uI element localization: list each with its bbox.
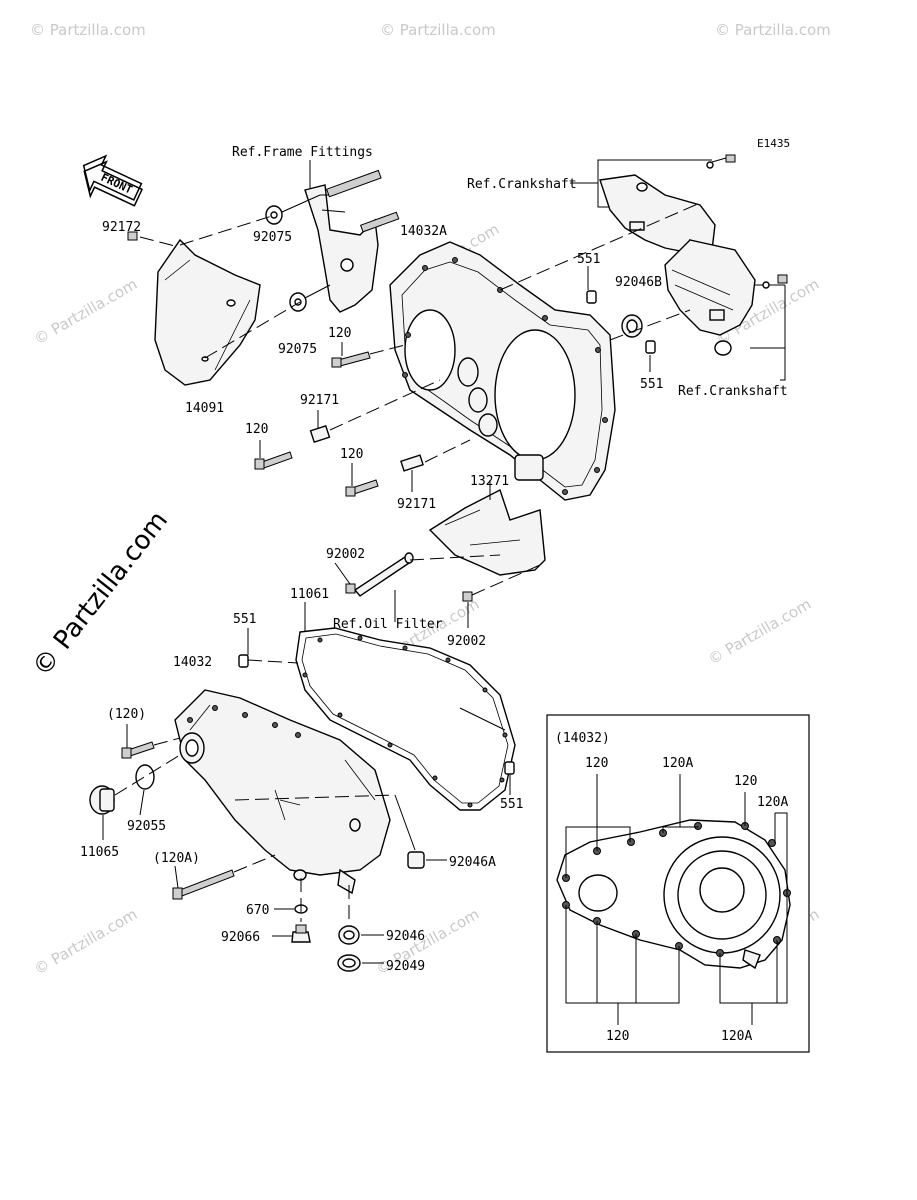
part-label: (120) — [107, 707, 146, 722]
part-label: 120 — [328, 326, 351, 341]
part-label: 14032A — [400, 224, 447, 239]
gasket-11061 — [295, 627, 516, 811]
seal-92049 — [337, 954, 361, 972]
part-label: 14032 — [173, 655, 212, 670]
part-label: 670 — [246, 903, 269, 918]
crankshaft-weight — [664, 239, 756, 356]
watermark-text: © Partzilla.com — [715, 21, 831, 39]
watermark-text: © Partzilla.com — [380, 21, 496, 39]
bolt-120-b — [254, 451, 293, 470]
inner-cover-14032 — [174, 689, 391, 895]
bolt-92002-b — [462, 591, 473, 602]
ref-frame-fittings: Ref.Frame Fittings — [232, 145, 373, 160]
small-bolt-right — [762, 274, 788, 289]
bolt-120A-paren — [172, 869, 235, 900]
bearing-92046B — [621, 314, 643, 338]
small-bolt-top — [706, 154, 736, 169]
inset-title: (14032) — [555, 731, 610, 746]
bolt-120-a — [331, 351, 371, 368]
plug-11065 — [89, 785, 115, 815]
dowel-551-d — [504, 761, 515, 775]
bearing-92046 — [338, 925, 360, 945]
part-label: 92046 — [386, 929, 425, 944]
part-label: 551 — [577, 252, 600, 267]
bearing-92046A — [407, 851, 425, 869]
part-label: 92055 — [127, 819, 166, 834]
dowel-551-a — [586, 290, 597, 304]
part-label: 92171 — [397, 497, 436, 512]
watermark-text: © Partzilla.com — [30, 21, 146, 39]
part-label: 551 — [640, 377, 663, 392]
part-label: 92002 — [326, 547, 365, 562]
watermark-large: © Partzilla.com — [27, 506, 174, 683]
watermark-text: © Partzilla.com — [31, 275, 140, 348]
dowel-551-b — [645, 340, 656, 354]
spacer-92171-a — [309, 424, 331, 444]
inset-label: 120A — [662, 756, 693, 771]
part-label: 92171 — [300, 393, 339, 408]
plug-92066 — [291, 924, 311, 943]
ref-crankshaft-top: Ref.Crankshaft — [467, 177, 577, 192]
part-label: 120 — [340, 447, 363, 462]
part-label: 92075 — [278, 342, 317, 357]
part-label: 92075 — [253, 230, 292, 245]
part-label: 92049 — [386, 959, 425, 974]
frame-fitting-bracket — [304, 169, 400, 313]
spacer-92171-b — [400, 454, 424, 472]
o-ring-92055 — [135, 764, 155, 790]
part-label: 11065 — [80, 845, 119, 860]
part-label: 551 — [500, 797, 523, 812]
watermark-text: © Partzilla.com — [705, 595, 814, 668]
bolt-120-c — [345, 479, 379, 497]
inset-label: 120 — [734, 774, 757, 789]
diagram-code: E1435 — [757, 137, 790, 150]
front-arrow-icon: FRONT — [82, 154, 144, 207]
part-label: 92002 — [447, 634, 486, 649]
ref-crankshaft-right: Ref.Crankshaft — [678, 384, 788, 399]
outer-cover-14032A — [389, 241, 616, 501]
part-label: 92172 — [102, 220, 141, 235]
bolt-92002-a — [345, 583, 356, 594]
part-label: 551 — [233, 612, 256, 627]
inset-label: 120A — [757, 795, 788, 810]
ref-oil-filter: Ref.Oil Filter — [333, 617, 443, 632]
oil-pipe — [353, 552, 414, 597]
inset-label: 120A — [721, 1029, 752, 1044]
inset-label: 120 — [585, 756, 608, 771]
guide-13271 — [428, 480, 546, 576]
part-label: 92066 — [221, 930, 260, 945]
part-label: 13271 — [470, 474, 509, 489]
inset-14032: (14032) 120 120A 120 120A 120 120A — [546, 714, 810, 1053]
part-label: (120A) — [153, 851, 200, 866]
label-leaders — [102, 232, 651, 964]
part-label: 92046B — [615, 275, 662, 290]
part-label: 11061 — [290, 587, 329, 602]
part-label: 14091 — [185, 401, 224, 416]
part-label: 92046A — [449, 855, 496, 870]
dowel-551-c — [238, 654, 249, 668]
cover-14091 — [154, 238, 261, 386]
inset-label: 120 — [606, 1029, 629, 1044]
part-label: 120 — [245, 422, 268, 437]
watermark-text: © Partzilla.com — [31, 905, 140, 978]
part-labels: 92172 92075 92075 14091 14032A 551 92046… — [80, 220, 663, 974]
